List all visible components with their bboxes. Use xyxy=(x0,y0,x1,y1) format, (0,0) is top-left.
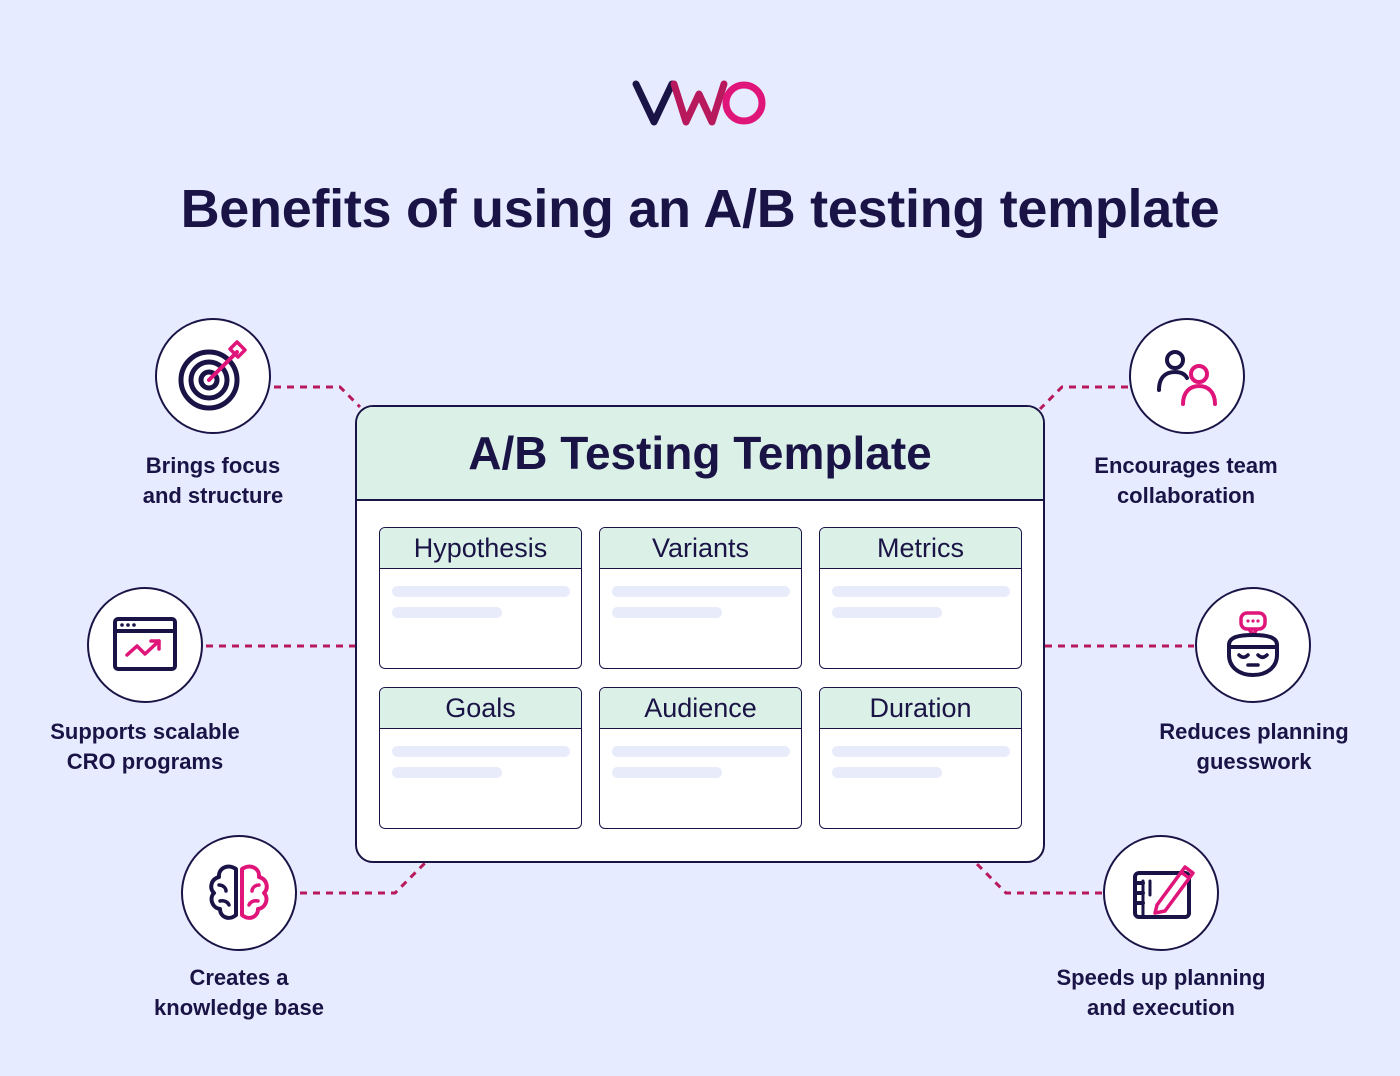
section-label: Goals xyxy=(380,688,581,729)
placeholder-line xyxy=(612,607,722,618)
benefit-label-guesswork: Reduces planning guesswork xyxy=(1159,719,1349,774)
placeholder-line xyxy=(612,586,790,597)
target-icon xyxy=(155,318,271,434)
section-label: Metrics xyxy=(820,528,1021,569)
section-duration: Duration xyxy=(819,687,1022,829)
section-label: Audience xyxy=(600,688,801,729)
placeholder-line xyxy=(392,586,570,597)
connector-knowledge xyxy=(300,861,427,895)
section-variants: Variants xyxy=(599,527,802,669)
placeholder-line xyxy=(612,746,790,757)
template-title: A/B Testing Template xyxy=(357,407,1043,501)
browser-chart-icon xyxy=(87,587,203,703)
team-icon xyxy=(1129,318,1245,434)
brain-icon xyxy=(181,835,297,951)
thinking-head-icon xyxy=(1195,587,1311,703)
placeholder-line xyxy=(612,767,722,778)
page-title: Benefits of using an A/B testing templat… xyxy=(180,179,1220,239)
benefit-label-speed: Speeds up planning and execution xyxy=(1056,965,1266,1020)
placeholder-line xyxy=(392,767,502,778)
benefit-label-team: Encourages team collaboration xyxy=(1094,453,1278,508)
placeholder-line xyxy=(832,746,1010,757)
connector-team xyxy=(1038,385,1128,411)
template-sections: Hypothesis Variants Metrics Goals Audien… xyxy=(379,527,1022,829)
placeholder-line xyxy=(832,767,942,778)
notebook-pen-icon xyxy=(1103,835,1219,951)
benefit-label-knowledge: Creates a knowledge base xyxy=(154,965,324,1020)
ab-testing-template-card: A/B Testing Template Hypothesis Variants… xyxy=(355,405,1045,863)
placeholder-line xyxy=(832,607,942,618)
benefit-label-focus: Brings focus and structure xyxy=(142,453,284,508)
section-metrics: Metrics xyxy=(819,527,1022,669)
section-label: Variants xyxy=(600,528,801,569)
benefit-label-scalable: Supports scalable CRO programs xyxy=(50,719,240,774)
placeholder-line xyxy=(832,586,1010,597)
placeholder-line xyxy=(392,607,502,618)
section-hypothesis: Hypothesis xyxy=(379,527,582,669)
placeholder-line xyxy=(392,746,570,757)
section-label: Hypothesis xyxy=(380,528,581,569)
connector-speed xyxy=(974,861,1102,895)
connector-focus xyxy=(274,385,362,409)
section-goals: Goals xyxy=(379,687,582,829)
section-audience: Audience xyxy=(599,687,802,829)
vwo-logo xyxy=(632,80,766,126)
section-label: Duration xyxy=(820,688,1021,729)
